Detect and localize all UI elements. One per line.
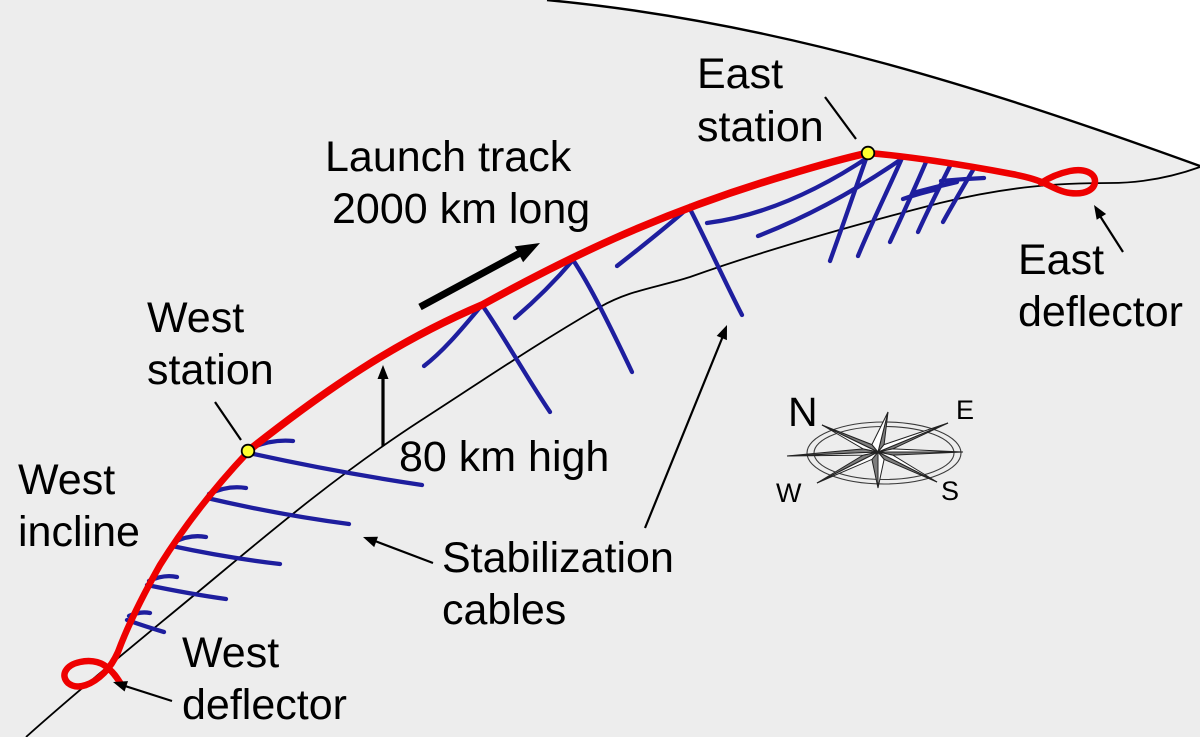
west-station-label-line2: station	[147, 346, 274, 394]
west-station-pointer-line	[214, 401, 242, 441]
east-station-label-line1: East	[697, 50, 783, 98]
cable	[940, 167, 976, 225]
east-station-dot	[860, 145, 876, 161]
space-region	[547, 0, 1200, 166]
west-incline-label-line1: West	[18, 456, 115, 504]
cable	[855, 155, 905, 259]
west-incline-track	[61, 448, 252, 690]
cable	[246, 450, 425, 488]
stabilization-east-arrow	[643, 335, 725, 529]
height-label: 80 km high	[399, 433, 609, 481]
earth-horizon-curve	[546, 0, 1200, 168]
west-station-dot	[240, 443, 256, 459]
main-launch-track	[244, 149, 872, 455]
west-deflector-label-line2: deflector	[182, 681, 347, 729]
compass-rose-icon	[786, 411, 964, 489]
cable	[900, 186, 941, 202]
launch-direction-arrow	[418, 249, 522, 311]
east-deflector-arrow	[1099, 215, 1124, 253]
launch-direction-arrowhead	[514, 243, 540, 263]
east-station-pointer-line	[824, 96, 857, 140]
annotations	[113, 96, 1124, 703]
station-dots	[240, 145, 876, 459]
compass-north-label: N	[788, 389, 818, 435]
cable	[938, 175, 987, 184]
cable	[204, 495, 352, 527]
stabilization-west-arrow	[374, 539, 434, 565]
west-deflector-arrow	[124, 684, 173, 703]
stabilization-cables	[124, 150, 987, 635]
compass-west-label: W	[776, 478, 802, 508]
cable	[827, 150, 871, 264]
cable	[704, 153, 873, 226]
stabilization-label-line2: cables	[442, 586, 566, 634]
compass-star-light	[786, 411, 964, 489]
cable	[910, 179, 960, 196]
west-station-label-line1: West	[147, 294, 244, 342]
cable	[755, 157, 903, 239]
west-deflector-arrowhead	[113, 681, 128, 692]
stabilization-east-arrowhead	[716, 325, 727, 341]
east-deflector-label-line1: East	[1018, 236, 1104, 284]
stabilization-west-arrowhead	[363, 536, 378, 548]
cable	[887, 159, 929, 245]
cable	[144, 582, 229, 602]
cable	[915, 163, 953, 235]
east-deflector-arrowhead	[1094, 205, 1107, 220]
west-deflector-label-line1: West	[182, 629, 279, 677]
compass-star	[786, 411, 964, 489]
east-deflector-label-line2: deflector	[1018, 288, 1183, 336]
launch-track	[61, 149, 1099, 690]
compass-east-label: E	[956, 395, 974, 425]
launch-track-label-line1: Launch track	[325, 133, 572, 181]
diagram-labels: East station Launch track 2000 km long W…	[18, 50, 1183, 729]
stabilization-label-line1: Stabilization	[442, 534, 674, 582]
east-deflector-track	[864, 149, 1099, 197]
west-incline-label-line2: incline	[18, 508, 140, 556]
launch-track-label-line2: 2000 km long	[332, 185, 590, 233]
height-arrowhead	[377, 365, 389, 379]
east-station-label-line2: station	[697, 103, 824, 151]
cable	[169, 543, 283, 567]
compass-south-label: S	[941, 476, 959, 506]
